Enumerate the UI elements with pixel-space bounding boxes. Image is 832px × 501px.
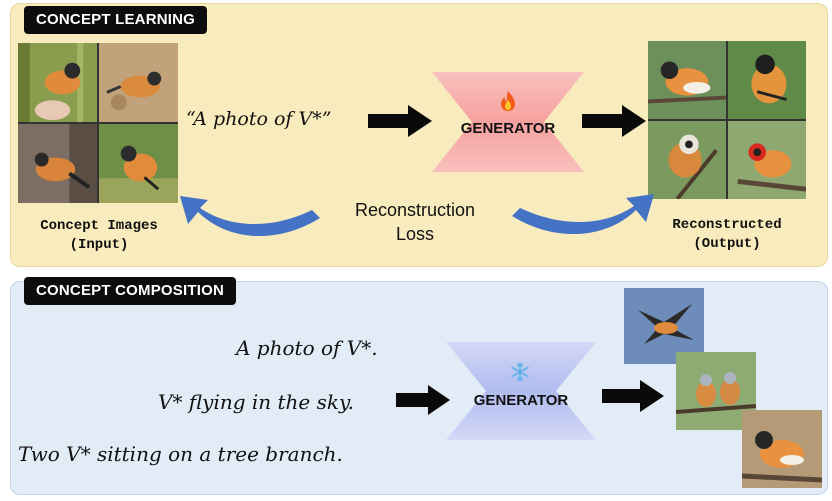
prompt-arrow [368, 105, 432, 137]
composition-output-arrow [602, 380, 664, 412]
concept-composition-tag: CONCEPT COMPOSITION [24, 277, 236, 305]
composition-prompt-1: A photo of V*. [236, 336, 378, 360]
input-caption-line1: Concept Images [40, 218, 158, 234]
input-caption-line2: (Input) [69, 237, 129, 253]
input-caption: Concept Images (Input) [14, 217, 184, 255]
composition-prompt-2: V* flying in the sky. [158, 390, 355, 414]
composition-prompt-arrow [396, 385, 450, 415]
loss-arrow-right [512, 194, 654, 235]
generator-output-arrow [582, 105, 646, 137]
learning-prompt: “A photo of V*” [186, 108, 332, 130]
reconstruction-loss-line1: Reconstruction [354, 200, 476, 220]
reconstructed-images-grid [648, 41, 806, 199]
snowflake-icon [510, 362, 530, 382]
fire-icon [498, 90, 518, 112]
composition-output-sky [624, 288, 704, 364]
reconstructed-image-4 [728, 121, 806, 199]
reconstruction-loss-label: Reconstruction Loss [324, 198, 506, 246]
concept-image-3 [18, 124, 97, 203]
output-caption-line1: Reconstructed [672, 217, 782, 233]
reconstructed-image-3 [648, 121, 726, 199]
concept-images-grid [18, 43, 178, 203]
composition-generator-label: GENERATOR [473, 392, 569, 409]
composition-output-perched [742, 410, 822, 488]
concept-image-1 [18, 43, 97, 122]
output-caption-line2: (Output) [693, 236, 761, 252]
reconstructed-image-1 [648, 41, 726, 119]
learning-generator: GENERATOR [432, 72, 584, 172]
learning-generator-label: GENERATOR [460, 120, 556, 137]
loss-arrow-left [180, 196, 320, 237]
output-caption: Reconstructed (Output) [642, 216, 812, 254]
reconstructed-image-2 [728, 41, 806, 119]
composition-prompt-3: Two V* sitting on a tree branch. [18, 442, 343, 466]
concept-image-2 [99, 43, 178, 122]
composition-generator: GENERATOR [446, 342, 596, 440]
reconstruction-loss-line2: Loss [395, 224, 435, 244]
concept-learning-tag: CONCEPT LEARNING [24, 6, 208, 34]
concept-image-4 [99, 124, 178, 203]
